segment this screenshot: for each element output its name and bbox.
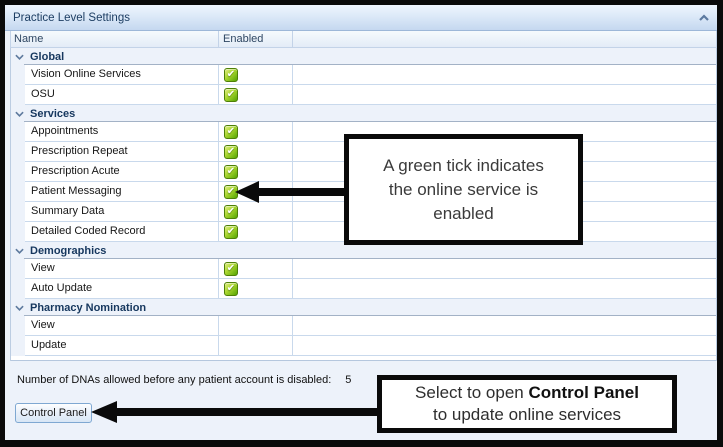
row-update[interactable]: Update [25,336,716,356]
control-panel-button[interactable]: Control Panel [15,403,92,423]
chevron-down-icon [15,54,24,60]
tick-note-callout: A green tick indicates the online servic… [344,134,583,245]
setting-name: Update [25,336,219,355]
dna-allowance-line: Number of DNAs allowed before any patien… [17,374,351,386]
setting-name: View [25,316,219,335]
row-osu[interactable]: OSU ✔ [25,85,716,105]
enabled-cell [219,316,293,335]
green-tick-icon[interactable]: ✔ [224,124,238,139]
group-row-services[interactable]: Services [11,105,716,122]
enabled-cell: ✔ [219,142,293,161]
row-filler [293,336,716,355]
setting-name: Appointments [25,122,219,141]
row-filler [293,85,716,104]
setting-name: View [25,259,219,278]
setting-name: Patient Messaging [25,182,219,201]
enabled-cell [219,336,293,355]
control-panel-note-line1: Select to open Control Panel [415,382,639,404]
tick-note-line2: the online service is [388,179,539,199]
tick-note-line1: A green tick indicates [383,155,544,175]
control-panel-note-line2: to update online services [432,405,622,424]
panel-titlebar: Practice Level Settings [5,5,717,31]
control-panel-callout: Select to open Control Panel to update o… [377,375,677,433]
chevron-down-icon [15,111,24,117]
enabled-cell: ✔ [219,202,293,221]
setting-name: Detailed Coded Record [25,222,219,241]
note-text: Select to open [415,383,529,402]
green-tick-icon[interactable]: ✔ [224,261,238,276]
row-vision-online-services[interactable]: Vision Online Services ✔ [25,65,716,85]
enabled-cell: ✔ [219,259,293,278]
column-header-enabled[interactable]: Enabled [219,31,293,47]
tick-note-line3: enabled [433,203,494,223]
control-panel-arrow [91,401,378,423]
enabled-cell: ✔ [219,162,293,181]
group-label: Pharmacy Nomination [30,301,147,314]
dna-allowance-value: 5 [345,374,352,386]
enabled-cell: ✔ [219,182,293,201]
dna-allowance-label: Number of DNAs allowed before any patien… [17,374,332,386]
green-tick-icon[interactable]: ✔ [224,224,238,239]
group-label: Global [30,50,65,63]
setting-name: Prescription Repeat [25,142,219,161]
panel-title: Practice Level Settings [13,11,130,24]
green-tick-icon[interactable]: ✔ [224,164,238,179]
group-label: Services [30,107,76,120]
row-filler [293,279,716,298]
grid-column-headers: Name Enabled [10,31,717,48]
chevron-up-icon[interactable] [698,14,710,22]
setting-name: Vision Online Services [25,65,219,84]
chevron-down-icon [15,305,24,311]
group-row-pharmacy-nomination[interactable]: Pharmacy Nomination [11,299,716,316]
green-tick-icon[interactable]: ✔ [224,184,238,199]
setting-name: Summary Data [25,202,219,221]
enabled-cell: ✔ [219,65,293,84]
row-view[interactable]: View ✔ [25,259,716,279]
enabled-cell: ✔ [219,85,293,104]
group-row-demographics[interactable]: Demographics [11,242,716,259]
green-tick-icon[interactable]: ✔ [224,67,238,82]
note-bold-text: Control Panel [528,383,639,402]
grid-bottom-strip [11,356,716,361]
row-auto-update[interactable]: Auto Update ✔ [25,279,716,299]
setting-name: Prescription Acute [25,162,219,181]
enabled-cell: ✔ [219,279,293,298]
row-view[interactable]: View [25,316,716,336]
column-header-name[interactable]: Name [11,31,219,47]
column-header-filler [293,31,716,47]
green-tick-icon[interactable]: ✔ [224,281,238,296]
chevron-down-icon [15,248,24,254]
green-tick-icon[interactable]: ✔ [224,87,238,102]
group-row-global[interactable]: Global [11,48,716,65]
practice-level-settings-panel: Practice Level Settings Name Enabled Glo… [5,5,717,440]
green-tick-icon[interactable]: ✔ [224,204,238,219]
setting-name: OSU [25,85,219,104]
row-filler [293,316,716,335]
enabled-cell: ✔ [219,222,293,241]
setting-name: Auto Update [25,279,219,298]
row-filler [293,259,716,278]
row-filler [293,65,716,84]
group-label: Demographics [30,244,107,257]
green-tick-icon[interactable]: ✔ [224,144,238,159]
enabled-cell: ✔ [219,122,293,141]
